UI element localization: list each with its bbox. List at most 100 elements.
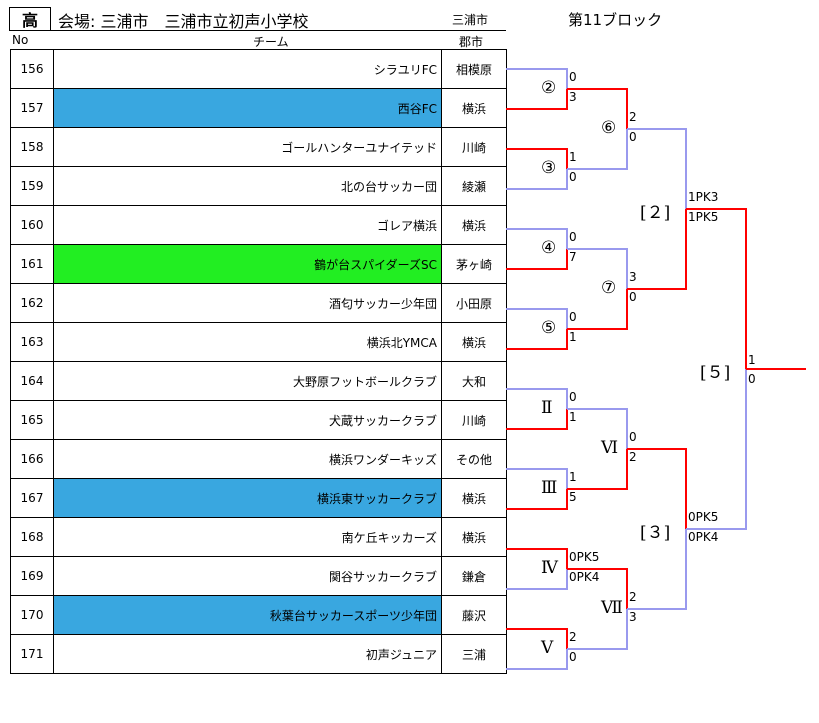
winner-path xyxy=(506,628,568,649)
team-city-cell: 藤沢 xyxy=(441,595,507,635)
score-top: 1 xyxy=(569,150,577,164)
loser-path xyxy=(686,369,747,530)
match-label: Ⅴ xyxy=(541,638,554,658)
match-label: [３] xyxy=(640,523,671,543)
match-label: [２] xyxy=(640,203,671,223)
col-team: チーム xyxy=(253,35,289,49)
score-bottom: 1PK5 xyxy=(688,210,719,224)
loser-path xyxy=(627,128,687,209)
score-top: 0 xyxy=(569,230,577,244)
winner-path xyxy=(506,329,568,350)
score-bottom: 3 xyxy=(569,90,577,104)
score-top: 2 xyxy=(569,630,577,644)
score-top: 0 xyxy=(569,310,577,324)
winner-path xyxy=(506,489,568,510)
venue-title: 会場: 三浦市 三浦市立初声小学校 xyxy=(58,12,309,31)
city-header: 三浦市 xyxy=(452,13,489,27)
match-label: ④ xyxy=(541,238,557,258)
score-bottom: 7 xyxy=(569,250,577,264)
score-bottom: 0 xyxy=(748,372,756,386)
score-top: 0 xyxy=(569,390,577,404)
winner-path xyxy=(506,548,568,569)
winner-path xyxy=(627,448,687,529)
match-label: ⑥ xyxy=(601,118,617,138)
team-no-cell: 167 xyxy=(10,478,54,518)
match-label: [５] xyxy=(700,363,731,383)
team-team-cell: 南ケ丘キッカーズ xyxy=(53,517,442,557)
team-city-cell: 横浜 xyxy=(441,478,507,518)
score-bottom: 0 xyxy=(569,650,577,664)
team-no-cell: 164 xyxy=(10,361,54,401)
team-city-cell: 川崎 xyxy=(441,400,507,440)
match-label: Ⅳ xyxy=(541,558,558,578)
match-label: ⑤ xyxy=(541,318,557,338)
winner-path xyxy=(506,249,568,270)
team-team-cell: 横浜ワンダーキッズ xyxy=(53,439,442,479)
score-bottom: 5 xyxy=(569,490,577,504)
score-bottom: 0 xyxy=(629,130,637,144)
loser-path xyxy=(567,408,628,449)
score-top: 1PK3 xyxy=(688,190,719,204)
team-city-cell: 綾瀬 xyxy=(441,166,507,206)
match-label: Ⅵ xyxy=(601,438,619,458)
col-city: 郡市 xyxy=(459,35,484,49)
winner-path xyxy=(686,208,747,369)
winner-path xyxy=(567,88,628,129)
team-team-cell: 犬蔵サッカークラブ xyxy=(53,400,442,440)
score-top: 1 xyxy=(569,470,577,484)
loser-path xyxy=(567,129,628,170)
team-team-cell: 鶴が台スパイダーズSC xyxy=(53,244,442,284)
winner-path xyxy=(506,148,568,169)
team-team-cell: 横浜東サッカークラブ xyxy=(53,478,442,518)
winner-path xyxy=(567,568,628,609)
team-no-cell: 158 xyxy=(10,127,54,167)
score-bottom: 2 xyxy=(629,450,637,464)
winner-path xyxy=(506,409,568,430)
score-top: 0 xyxy=(569,70,577,84)
team-city-cell: その他 xyxy=(441,439,507,479)
loser-path xyxy=(506,649,568,670)
score-bottom: 0 xyxy=(629,290,637,304)
match-label: ② xyxy=(541,78,557,98)
winner-path xyxy=(506,89,568,110)
match-label: ⑦ xyxy=(601,278,617,298)
winner-path xyxy=(567,289,628,330)
team-team-cell: 関谷サッカークラブ xyxy=(53,556,442,596)
team-no-cell: 162 xyxy=(10,283,54,323)
loser-path xyxy=(506,569,568,590)
team-no-cell: 166 xyxy=(10,439,54,479)
loser-path xyxy=(506,169,568,190)
score-bottom: 1 xyxy=(569,410,577,424)
loser-path xyxy=(506,468,568,489)
match-label: Ⅱ xyxy=(541,398,553,418)
score-top: 3 xyxy=(629,270,637,284)
score-bottom: 0PK4 xyxy=(688,530,719,544)
loser-path xyxy=(627,529,687,610)
score-bottom: 3 xyxy=(629,610,637,624)
team-no-cell: 170 xyxy=(10,595,54,635)
team-no-cell: 168 xyxy=(10,517,54,557)
team-team-cell: 秋葉台サッカースポーツ少年団 xyxy=(53,595,442,635)
loser-path xyxy=(506,228,568,249)
match-label: Ⅶ xyxy=(601,598,623,618)
team-no-cell: 161 xyxy=(10,244,54,284)
score-bottom: 0 xyxy=(569,170,577,184)
col-no: No xyxy=(12,33,29,47)
winner-path xyxy=(567,449,628,490)
team-team-cell: 西谷FC xyxy=(53,88,442,128)
score-top: 2 xyxy=(629,110,637,124)
team-no-cell: 171 xyxy=(10,634,54,674)
team-team-cell: ゴールハンターユナイテッド xyxy=(53,127,442,167)
